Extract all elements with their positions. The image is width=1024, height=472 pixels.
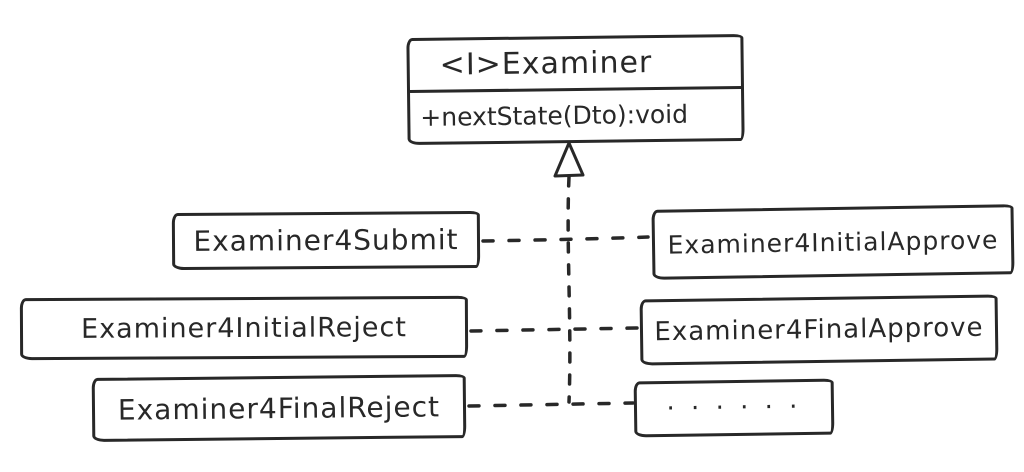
class-node-examiner4finalapprove: Examiner4FinalApprove — [639, 294, 999, 366]
connector-row-1 — [481, 235, 650, 243]
class-node-examiner4submit: Examiner4Submit — [171, 210, 481, 271]
class-node-label: Examiner4FinalApprove — [654, 312, 984, 348]
interface-method-compartment: +nextState(Dto):void — [410, 89, 742, 142]
class-node-ellipsis-placeholder: · · · · · · — [633, 378, 835, 438]
connector-row-3 — [467, 401, 635, 408]
interface-name-compartment: <I>Examiner — [409, 36, 742, 94]
interface-name: <I>Examiner — [439, 45, 653, 83]
realization-arrowhead-icon — [553, 141, 585, 178]
class-node-examiner4initialreject: Examiner4InitialReject — [19, 295, 469, 361]
connector-row-2 — [469, 326, 639, 333]
class-node-label: · · · · · · — [666, 392, 802, 424]
class-node-label: Examiner4Submit — [193, 223, 459, 258]
interface-node-examiner: <I>Examiner +nextState(Dto):void — [406, 33, 745, 146]
class-node-label: Examiner4InitialReject — [81, 311, 407, 345]
interface-method: +nextState(Dto):void — [420, 99, 689, 132]
class-node-label: Examiner4FinalReject — [117, 389, 441, 427]
realization-line-vertical — [566, 175, 572, 404]
class-node-examiner4finalreject: Examiner4FinalReject — [91, 374, 467, 442]
class-node-examiner4initialapprove: Examiner4InitialApprove — [651, 204, 1015, 280]
class-node-label: Examiner4InitialApprove — [667, 224, 999, 260]
